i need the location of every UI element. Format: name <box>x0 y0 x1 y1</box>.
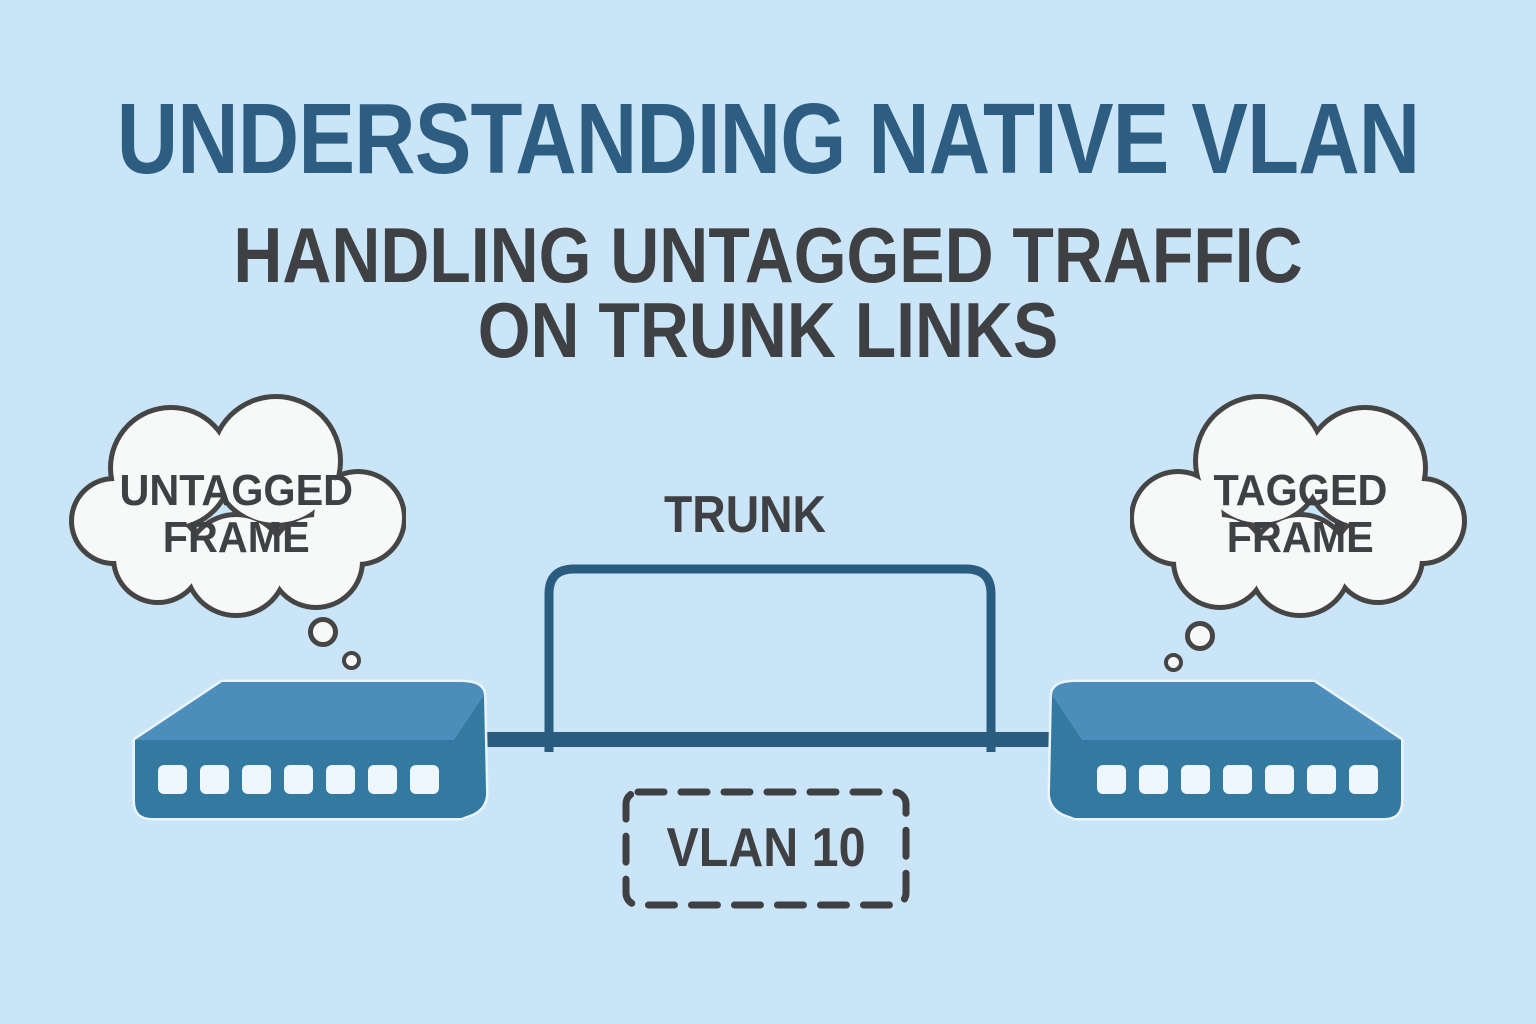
switch-top-face <box>1052 682 1401 740</box>
switch-ports <box>158 765 439 794</box>
subtitle-line-2: ON TRUNK LINKS <box>477 286 1059 374</box>
page-subtitle: HANDLING UNTAGGED TRAFFIC ON TRUNK LINKS <box>100 211 1436 374</box>
right-thought-bubble-small <box>1164 653 1183 672</box>
right-thought-cloud: TAGGED FRAME <box>1130 393 1470 625</box>
page-title: UNDERSTANDING NATIVE VLAN <box>116 83 1420 195</box>
cloud-shape <box>1130 394 1467 618</box>
right-cloud-text: TAGGED FRAME <box>1130 393 1470 625</box>
switch-right <box>1047 679 1404 821</box>
left-cloud-line-2: FRAME <box>162 513 310 562</box>
trunk-label: TRUNK <box>664 486 826 544</box>
left-thought-cloud: UNTAGGED FRAME <box>66 393 406 625</box>
switch-ports <box>1097 765 1378 794</box>
switch-left <box>132 679 489 821</box>
trunk-bracket <box>544 564 996 752</box>
vlan-zone-box <box>622 788 910 909</box>
left-thought-bubble-large <box>308 617 338 647</box>
cloud-shape <box>69 394 406 618</box>
subtitle-line-1: HANDLING UNTAGGED TRAFFIC <box>233 211 1303 299</box>
left-cloud-line-1: UNTAGGED <box>119 466 353 515</box>
vlan-zone-label: VLAN 10 <box>666 816 866 878</box>
switch-top-face <box>135 682 484 740</box>
trunk-link-line <box>480 732 1060 747</box>
right-cloud-line-2: FRAME <box>1226 513 1374 562</box>
right-cloud-line-1: TAGGED <box>1213 466 1387 515</box>
left-cloud-text: UNTAGGED FRAME <box>66 393 406 625</box>
right-thought-bubble-large <box>1185 621 1215 651</box>
left-thought-bubble-small <box>342 651 361 670</box>
